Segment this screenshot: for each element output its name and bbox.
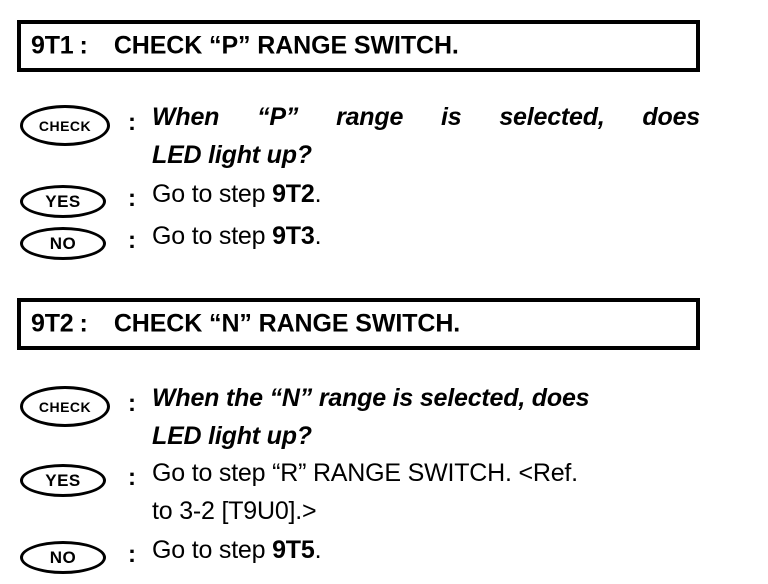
yes-badge-label: YES xyxy=(45,192,81,211)
no-answer-step-ref: 9T5 xyxy=(272,536,315,564)
yes-answer-prefix: Go to step xyxy=(152,180,273,208)
check-question-line-1: When “P” range is selected, does xyxy=(152,103,700,131)
yes-answer-line-2: to 3-2 [T9U0].> xyxy=(152,497,317,525)
row-colon: : xyxy=(128,109,136,136)
yes-badge-label: YES xyxy=(45,471,81,490)
yes-answer-text: Go to step 9T2. xyxy=(152,175,700,213)
row-colon: : xyxy=(128,227,136,254)
check-badge: CHECK xyxy=(20,386,110,427)
yes-badge: YES xyxy=(20,185,106,218)
yes-answer-text: Go to step “R” RANGE SWITCH. <Ref. to 3-… xyxy=(152,454,700,530)
row-colon: : xyxy=(128,390,136,417)
check-question-text: When “P” range is selected, does LED lig… xyxy=(152,98,700,174)
step-colon: : xyxy=(79,31,88,60)
check-question-line-1: When the “N” range is selected, does xyxy=(152,384,590,412)
step-header-content: 9T1 : CHECK “P” RANGE SWITCH. xyxy=(31,32,459,61)
step-colon: : xyxy=(79,309,88,338)
step-header-box-9t2: 9T2 : CHECK “N” RANGE SWITCH. xyxy=(17,298,700,350)
no-badge-label: NO xyxy=(49,548,77,567)
check-question-line-2: LED light up? xyxy=(152,141,312,169)
yes-answer-line-1: Go to step “R” RANGE SWITCH. <Ref. xyxy=(152,459,578,487)
no-badge: NO xyxy=(20,227,106,260)
no-badge: NO xyxy=(20,541,106,574)
step-title: CHECK “N” RANGE SWITCH. xyxy=(113,309,461,338)
no-answer-text: Go to step 9T3. xyxy=(152,217,700,255)
row-colon: : xyxy=(128,464,136,491)
yes-answer-step-ref: 9T2 xyxy=(272,180,315,208)
no-answer-suffix: . xyxy=(314,536,322,564)
no-answer-step-ref: 9T3 xyxy=(272,222,315,250)
row-colon: : xyxy=(128,185,136,212)
check-question-text: When the “N” range is selected, does LED… xyxy=(152,379,700,455)
check-question-line-2: LED light up? xyxy=(152,422,312,450)
step-id: 9T2 xyxy=(31,309,74,338)
no-answer-text: Go to step 9T5. xyxy=(152,531,700,569)
check-badge-label: CHECK xyxy=(38,117,92,134)
yes-answer-suffix: . xyxy=(314,180,322,208)
check-badge-label: CHECK xyxy=(38,398,92,415)
yes-badge: YES xyxy=(20,464,106,497)
step-title: CHECK “P” RANGE SWITCH. xyxy=(113,31,459,60)
no-answer-suffix: . xyxy=(314,222,322,250)
no-answer-prefix: Go to step xyxy=(152,536,273,564)
step-header-box-9t1: 9T1 : CHECK “P” RANGE SWITCH. xyxy=(17,20,700,72)
no-answer-prefix: Go to step xyxy=(152,222,273,250)
row-colon: : xyxy=(128,541,136,568)
step-header-content: 9T2 : CHECK “N” RANGE SWITCH. xyxy=(31,310,460,339)
check-badge: CHECK xyxy=(20,105,110,146)
no-badge-label: NO xyxy=(49,234,77,253)
step-id: 9T1 xyxy=(31,31,74,60)
